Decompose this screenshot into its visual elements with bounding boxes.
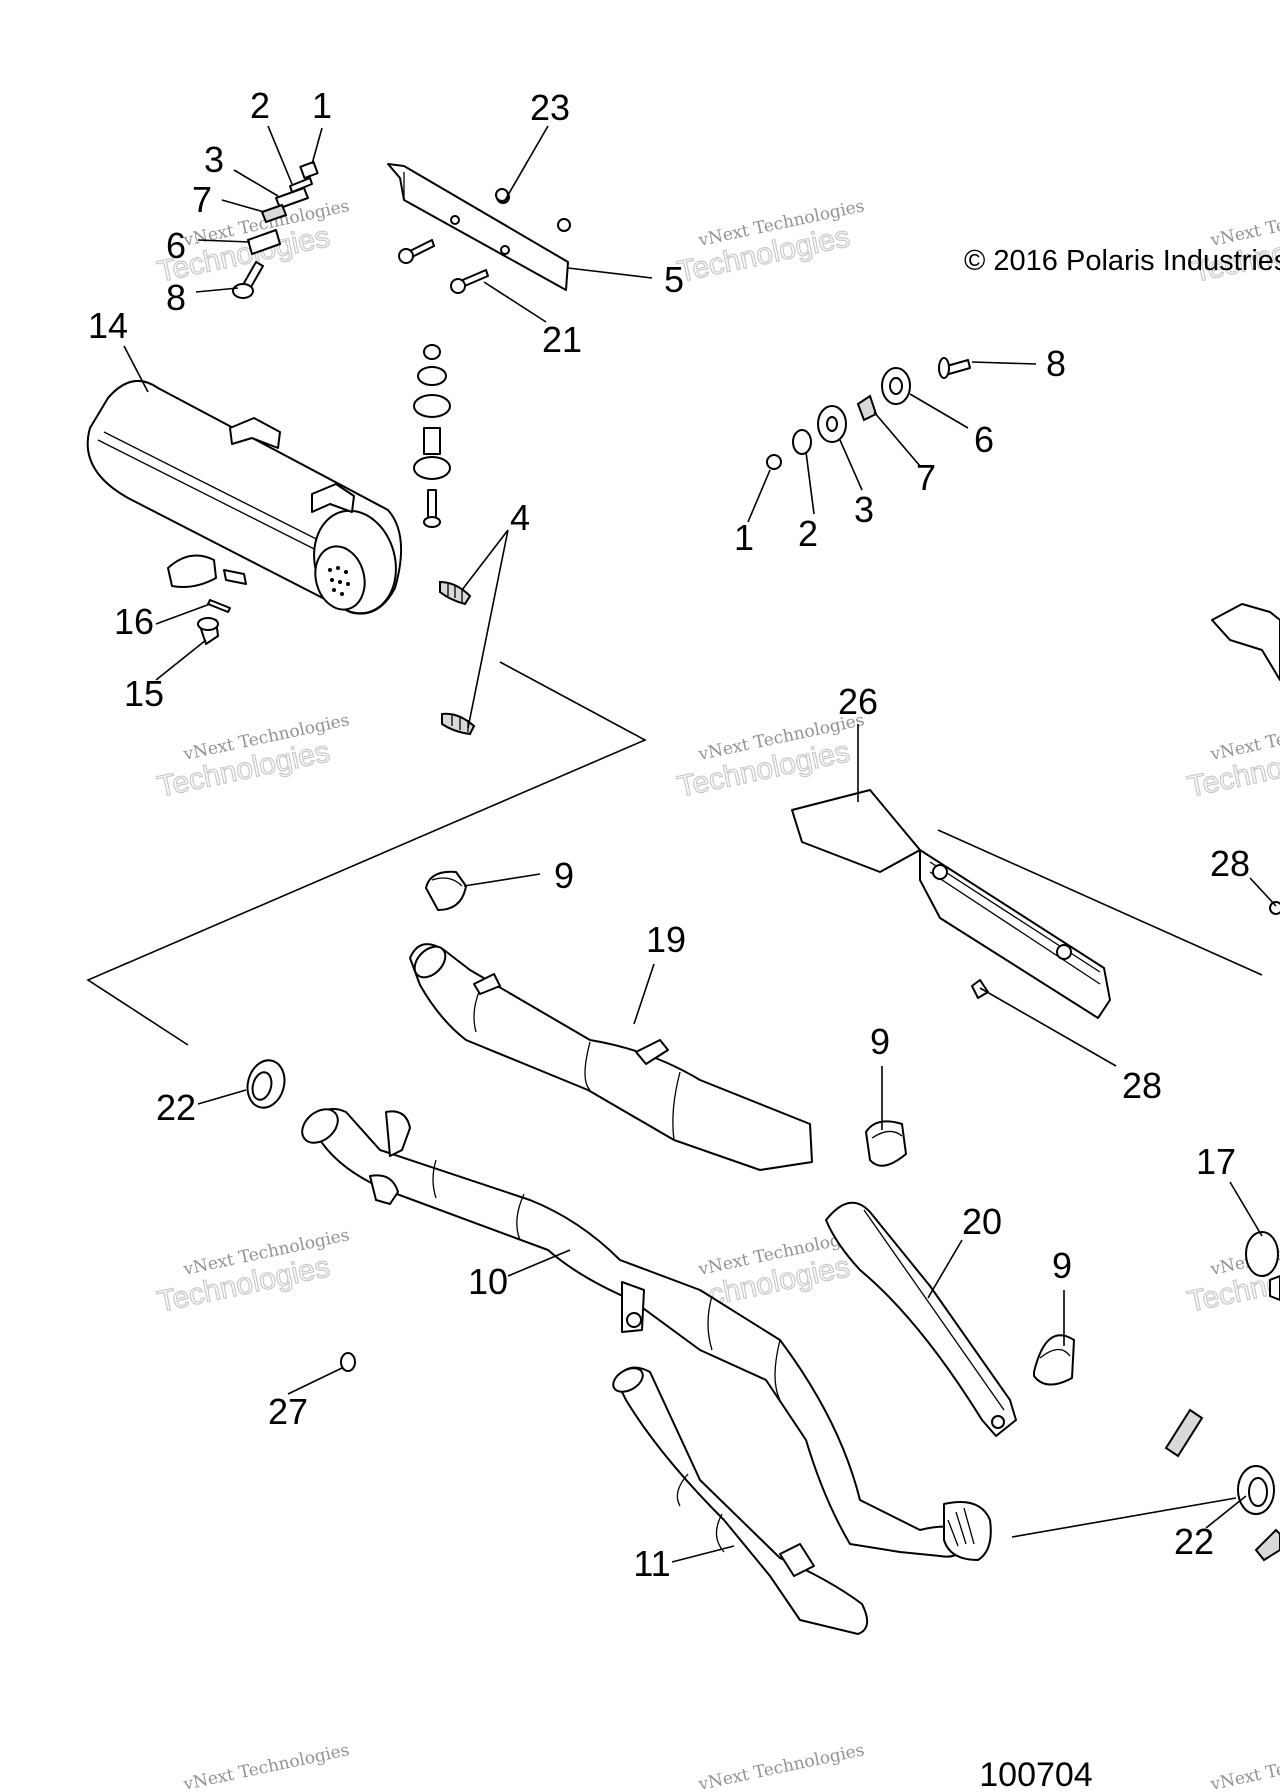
clamp-part-9c — [1033, 1334, 1075, 1386]
callout-6: 6 — [166, 225, 186, 266]
clamp-part-9a — [425, 870, 467, 911]
callout-26: 26 — [838, 681, 878, 722]
figure-number: 100704 — [979, 1756, 1092, 1792]
partial-bracket-right — [1211, 603, 1280, 681]
header-pipe-part-10 — [301, 1108, 992, 1561]
callout-28: 28 — [1210, 843, 1250, 884]
spring-part-4a — [439, 580, 472, 606]
nut-stack — [423, 344, 441, 360]
copyright-text: © 2016 Polaris Industries — [964, 245, 1280, 277]
callout-20: 20 — [962, 1201, 1002, 1242]
callout-4: 4 — [510, 497, 530, 538]
callout-9: 9 — [554, 855, 574, 896]
callout-14: 14 — [88, 305, 128, 346]
svg-text:vNext Technologies: vNext Technologies — [696, 1740, 866, 1792]
callout-7: 7 — [192, 179, 212, 220]
nut-part-23c — [557, 218, 571, 232]
bolt-part-28b — [971, 979, 989, 999]
washer-stack — [417, 366, 447, 386]
callout-9: 9 — [870, 1021, 890, 1062]
callout-28: 28 — [1122, 1065, 1162, 1106]
watermark: vNext Technologies Technologies — [154, 710, 351, 804]
nut-part-1b — [766, 454, 782, 470]
callout-22: 22 — [156, 1087, 196, 1128]
pin-part-16 — [207, 599, 231, 613]
bolt-head-8a — [232, 283, 254, 299]
callout-16: 16 — [114, 601, 154, 642]
gasket-part-22b — [1237, 1465, 1275, 1515]
spring-far-right-a — [1164, 1408, 1204, 1458]
muffler-mount-tab-top — [229, 417, 281, 449]
bolt-part-28a — [1269, 901, 1280, 915]
assembly-lines — [86, 661, 1263, 1538]
callout-19: 19 — [646, 919, 686, 960]
callout-1: 1 — [312, 85, 332, 126]
heat-shield-part-20 — [825, 1201, 1017, 1437]
grommet-stack-top — [413, 394, 451, 418]
muffler-mount-hardware-right — [766, 357, 971, 470]
muffler-inlet — [167, 554, 217, 588]
callout-5: 5 — [664, 259, 684, 300]
callout-9: 9 — [1052, 1245, 1072, 1286]
muffler-part-14 — [86, 379, 403, 615]
exhaust-tube-part-19 — [409, 943, 813, 1171]
watermark: vNext Technologies Technologies — [1184, 710, 1280, 804]
callout-3: 3 — [854, 489, 874, 530]
heat-shield-bracket-part-5 — [387, 163, 571, 294]
bushing-part-7a — [260, 203, 288, 224]
watermark: vNext Technologies — [181, 1740, 351, 1792]
bushing-part-7b — [856, 394, 878, 422]
muffler-isolator-stack — [413, 344, 451, 528]
leader-lines — [123, 125, 1277, 1563]
callout-3: 3 — [204, 139, 224, 180]
spacer-part-3a — [275, 187, 309, 209]
callouts: 1 2 3 7 6 8 23 5 21 14 4 16 15 8 6 7 3 2… — [88, 85, 1250, 1584]
callout-10: 10 — [468, 1261, 508, 1302]
callout-1: 1 — [734, 517, 754, 558]
callout-11: 11 — [633, 1543, 670, 1584]
watermark: vNext Technologies Technologies — [674, 710, 866, 804]
svg-text:vNext Technologies: vNext Technologies — [1208, 1740, 1280, 1792]
svg-text:vNext Technologies: vNext Technologies — [181, 1740, 351, 1792]
clamp-part-17 — [1245, 1231, 1280, 1301]
callout-15: 15 — [124, 673, 164, 714]
spring-far-right-b — [1254, 1528, 1280, 1562]
callout-17: 17 — [1196, 1141, 1236, 1182]
spring-part-4b — [441, 712, 476, 736]
callout-27: 27 — [268, 1391, 308, 1432]
watermark: vNext Technologies Technologies — [674, 196, 866, 289]
exhaust-pipe-part-11 — [612, 1366, 869, 1635]
spacer-stack — [423, 427, 441, 455]
callout-2: 2 — [250, 85, 270, 126]
washer-part-2a — [289, 177, 313, 193]
callout-8: 8 — [166, 277, 186, 318]
callout-23: 23 — [530, 87, 570, 128]
callout-21: 21 — [542, 319, 582, 360]
callout-8: 8 — [1046, 343, 1066, 384]
callout-6: 6 — [974, 419, 994, 460]
nut-part-1a — [299, 160, 319, 180]
watermark: vNext Technologies — [1208, 1740, 1280, 1792]
grommet-part-6a — [247, 229, 281, 255]
clamp-part-9b — [865, 1120, 907, 1167]
washer-part-2b — [792, 429, 812, 455]
spring-clip-left — [385, 1110, 411, 1157]
callout-22: 22 — [1174, 1521, 1214, 1562]
grommet-stack-bottom — [413, 456, 451, 480]
callout-2: 2 — [798, 513, 818, 554]
muffler-mount-tab-rear — [311, 483, 355, 513]
heat-shield-part-26 — [791, 789, 1111, 1019]
bolt-stack — [427, 489, 437, 521]
callout-7: 7 — [916, 457, 936, 498]
muffler-mount-hardware-left — [232, 160, 319, 299]
watermark: vNext Technologies — [696, 1740, 866, 1792]
watermark: vNext Technologies Technologies — [154, 1225, 351, 1319]
gasket-part-22a — [246, 1059, 286, 1109]
washer-part-27 — [340, 1352, 356, 1372]
bolt-part-15 — [197, 617, 219, 645]
